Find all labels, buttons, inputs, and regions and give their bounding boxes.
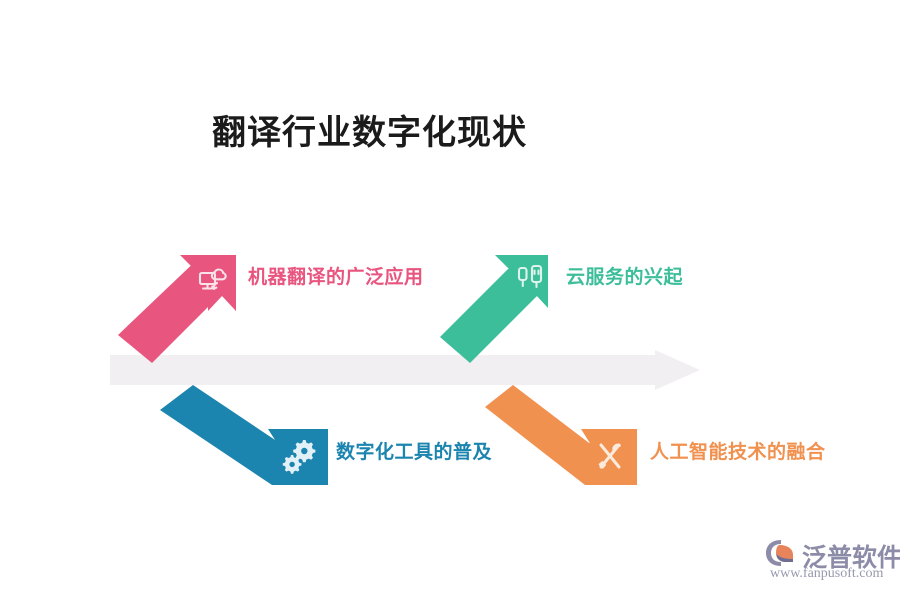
branch-arrow-digital-tools [160, 385, 328, 485]
gears-icon [282, 440, 316, 474]
branch-arrow-ai-fusion [485, 385, 637, 485]
arrow-head-banner [495, 255, 548, 308]
fanpu-swoosh-logo-icon [766, 540, 793, 566]
logo-url: www.fanpusoft.com [770, 566, 884, 581]
central-arrow-shape [110, 350, 700, 390]
logo-swoosh [766, 540, 781, 566]
usb-connector-icon [517, 264, 543, 289]
logo-wordmark: 泛普软件 [802, 544, 900, 572]
branch-label-cloud-services: 云服务的兴起 [566, 267, 684, 288]
monitor-cloud-sync-icon [198, 268, 227, 290]
branch-label-digital-tools: 数字化工具的普及 [336, 442, 493, 463]
branch-machine-translation[interactable] [118, 255, 236, 363]
branch-label-ai-fusion: 人工智能技术的融合 [650, 442, 826, 463]
wrench-screwdriver-icon [598, 443, 621, 469]
branch-cloud-services[interactable] [440, 255, 548, 363]
central-arrow [110, 350, 700, 390]
branch-arrow-machine-translation [118, 255, 236, 363]
logo-accent-dark [776, 554, 793, 562]
arrow-shaft [118, 255, 236, 363]
branch-label-machine-translation: 机器翻译的广泛应用 [248, 267, 424, 288]
branch-arrow-cloud-services [440, 255, 548, 363]
arrow-shaft [485, 385, 614, 485]
arrow-shaft [160, 385, 305, 485]
company-logo: 泛普软件 www.fanpusoft.com [766, 538, 900, 586]
page-title: 翻译行业数字化现状 [212, 114, 527, 152]
arrow-shaft [440, 259, 548, 363]
branch-ai-fusion[interactable] [485, 385, 637, 485]
branch-digital-tools[interactable] [160, 385, 328, 485]
